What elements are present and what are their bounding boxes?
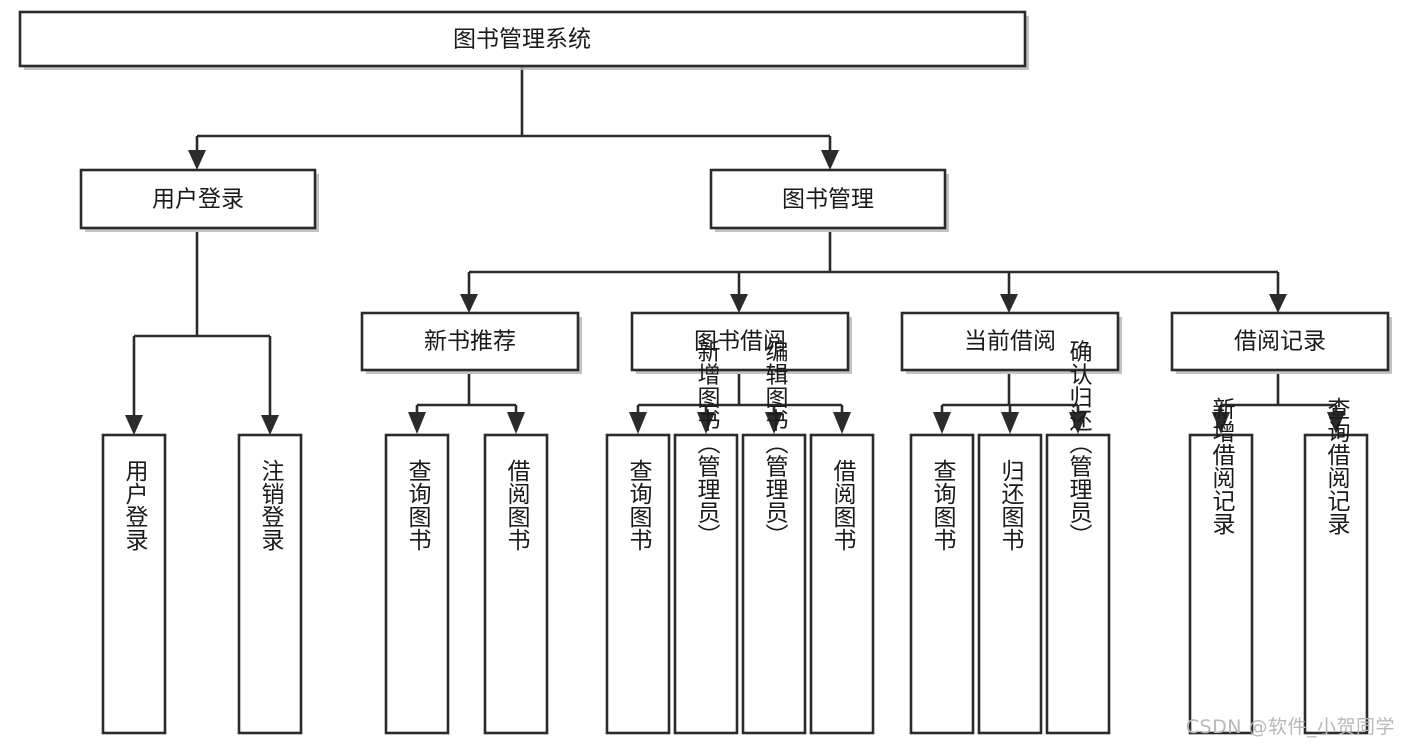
leaf-book-borrow-2-label: 编辑图书（管理员） bbox=[761, 340, 789, 547]
leaf-user-login-1[interactable]: 注销登录 bbox=[237, 433, 303, 735]
node-borrow-record-label: 借阅记录 bbox=[1234, 329, 1326, 355]
node-new-book-recommend-label: 新书推荐 bbox=[424, 329, 516, 355]
leaf-user-login-1-box[interactable] bbox=[237, 433, 303, 735]
arrow-bb-leaf-1 bbox=[629, 412, 647, 434]
leaf-new-book-1[interactable]: 借阅图书 bbox=[483, 433, 549, 735]
connectors-new-book-to-leaves bbox=[408, 374, 525, 434]
csdn-watermark: CSDN @软件_小贺同学 bbox=[1185, 716, 1395, 738]
node-book-manage-label: 图书管理 bbox=[782, 187, 874, 213]
arrow-bm-to-new-book bbox=[460, 294, 478, 313]
arrow-br-leaf-1 bbox=[1212, 412, 1230, 434]
connectors-book-borrow-to-leaves bbox=[629, 374, 851, 434]
node-new-book-recommend-box[interactable] bbox=[360, 311, 580, 372]
arrow-cb-leaf-3 bbox=[1069, 412, 1087, 434]
leaf-book-borrow-1[interactable]: 新增图书（管理员） bbox=[673, 340, 739, 735]
node-book-borrow-box[interactable] bbox=[630, 311, 850, 372]
leaf-current-borrow-0-label: 查询图书 bbox=[929, 459, 957, 551]
node-user-login-box[interactable] bbox=[79, 168, 317, 230]
arrow-cb-leaf-1 bbox=[933, 412, 951, 434]
leaf-borrow-record-1-label: 查询借阅记录 bbox=[1323, 397, 1351, 535]
leaf-new-book-1-box[interactable] bbox=[483, 433, 549, 735]
leaf-book-borrow-1-label: 新增图书（管理员） bbox=[693, 340, 721, 547]
leaf-book-borrow-0[interactable]: 查询图书 bbox=[605, 433, 671, 735]
arrow-bm-to-book-borrow bbox=[730, 294, 748, 313]
leaf-borrow-record-0-box[interactable] bbox=[1188, 433, 1254, 735]
leaf-current-borrow-2-label: 确认归还（管理员） bbox=[1065, 340, 1093, 547]
arrow-bb-leaf-4 bbox=[833, 412, 851, 434]
node-current-borrow-label: 当前借阅 bbox=[964, 329, 1056, 355]
arrow-br-leaf-2 bbox=[1327, 412, 1345, 434]
node-book-borrow-label: 图书借阅 bbox=[694, 329, 786, 355]
connectors-user-login-to-leaves bbox=[125, 232, 279, 435]
node-borrow-record-box[interactable] bbox=[1170, 311, 1390, 372]
leaf-user-login-0-box[interactable] bbox=[101, 433, 167, 735]
leaf-borrow-record-0-label: 新增借阅记录 bbox=[1208, 397, 1236, 535]
leaf-current-borrow-2-box[interactable] bbox=[1045, 433, 1111, 735]
arrow-root-to-book-manage bbox=[821, 150, 839, 170]
leaf-current-borrow-1-label: 归还图书 bbox=[997, 459, 1025, 551]
node-new-book-recommend[interactable]: 新书推荐 bbox=[360, 311, 582, 374]
leaf-current-borrow-0[interactable]: 查询图书 bbox=[909, 433, 975, 735]
connectors-current-borrow-to-leaves bbox=[933, 374, 1087, 434]
arrow-root-to-user-login bbox=[188, 150, 206, 170]
node-book-borrow[interactable]: 图书借阅 bbox=[630, 311, 852, 374]
node-root[interactable]: 图书管理系统 bbox=[18, 10, 1029, 70]
node-user-login[interactable]: 用户登录 bbox=[79, 168, 319, 232]
leaf-borrow-record-0[interactable]: 新增借阅记录 bbox=[1188, 397, 1254, 735]
connectors-book-manage-to-level3 bbox=[460, 232, 1287, 313]
leaf-book-borrow-0-box[interactable] bbox=[605, 433, 671, 735]
arrow-bb-leaf-3 bbox=[765, 412, 783, 434]
arrow-bm-to-borrow-record bbox=[1269, 294, 1287, 313]
connectors-borrow-record-to-leaves bbox=[1212, 374, 1345, 434]
leaf-borrow-record-1-box[interactable] bbox=[1303, 433, 1369, 735]
leaf-new-book-1-label: 借阅图书 bbox=[503, 459, 531, 551]
node-current-borrow-box[interactable] bbox=[900, 311, 1120, 372]
arrow-user-login-leaf-2 bbox=[261, 415, 279, 435]
leaf-book-borrow-0-label: 查询图书 bbox=[625, 459, 653, 551]
connectors-root-to-level2 bbox=[188, 67, 839, 170]
arrow-bm-to-current-borrow bbox=[1000, 294, 1018, 313]
leaf-new-book-0[interactable]: 查询图书 bbox=[384, 433, 450, 735]
node-root-box[interactable] bbox=[18, 10, 1027, 68]
node-root-label: 图书管理系统 bbox=[453, 27, 591, 53]
leaf-current-borrow-2[interactable]: 确认归还（管理员） bbox=[1045, 340, 1111, 735]
node-current-borrow[interactable]: 当前借阅 bbox=[900, 311, 1122, 374]
leaf-user-login-0[interactable]: 用户登录 bbox=[101, 433, 167, 735]
leaf-book-borrow-3-box[interactable] bbox=[809, 433, 875, 735]
leaf-user-login-0-label: 用户登录 bbox=[121, 459, 149, 551]
leaf-borrow-record-1[interactable]: 查询借阅记录 bbox=[1303, 397, 1369, 735]
node-user-login-label: 用户登录 bbox=[152, 187, 244, 213]
leaf-user-login-1-label: 注销登录 bbox=[257, 459, 285, 551]
leaf-book-borrow-2-box[interactable] bbox=[741, 433, 807, 735]
arrow-newbook-leaf-2 bbox=[507, 412, 525, 434]
node-book-manage-box[interactable] bbox=[709, 168, 947, 230]
node-book-manage[interactable]: 图书管理 bbox=[709, 168, 949, 232]
leaf-book-borrow-3-label: 借阅图书 bbox=[829, 459, 857, 551]
leaf-current-borrow-1[interactable]: 归还图书 bbox=[977, 433, 1043, 735]
leaf-current-borrow-0-box[interactable] bbox=[909, 433, 975, 735]
arrow-bb-leaf-2 bbox=[697, 412, 715, 434]
arrow-user-login-leaf-1 bbox=[125, 415, 143, 435]
leaf-new-book-0-box[interactable] bbox=[384, 433, 450, 735]
leaf-book-borrow-3[interactable]: 借阅图书 bbox=[809, 433, 875, 735]
leaf-book-borrow-2[interactable]: 编辑图书（管理员） bbox=[741, 340, 807, 735]
leaf-new-book-0-label: 查询图书 bbox=[404, 459, 432, 551]
arrow-cb-leaf-2 bbox=[1001, 412, 1019, 434]
node-borrow-record[interactable]: 借阅记录 bbox=[1170, 311, 1392, 374]
arrow-newbook-leaf-1 bbox=[408, 412, 426, 434]
leaf-current-borrow-1-box[interactable] bbox=[977, 433, 1043, 735]
leaf-book-borrow-1-box[interactable] bbox=[673, 433, 739, 735]
